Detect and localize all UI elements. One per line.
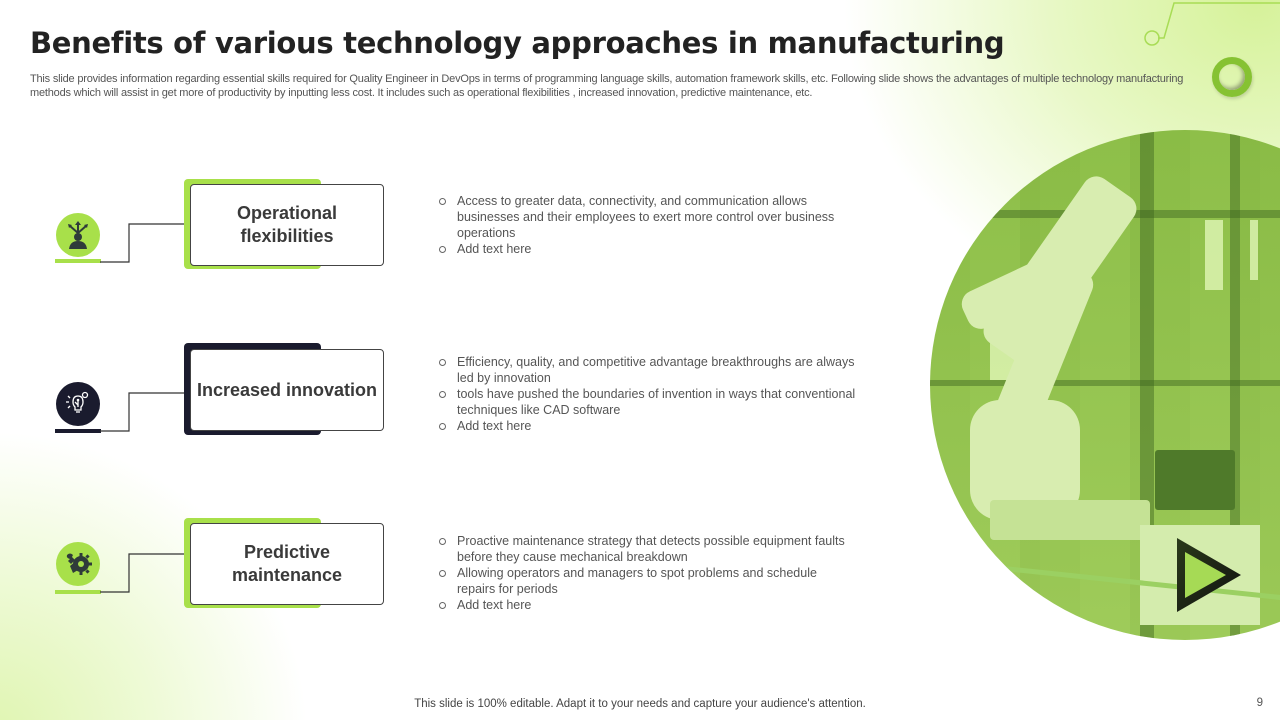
benefit-title-box: Predictive maintenance xyxy=(190,523,384,605)
decorative-ring-icon xyxy=(1212,57,1252,97)
benefit-row-maintenance: Predictive maintenance Proactive mainten… xyxy=(0,0,900,612)
benefit-bullets: Efficiency, quality, and competitive adv… xyxy=(438,354,858,434)
icon-underline xyxy=(55,590,101,594)
benefit-title-box: Increased innovation xyxy=(190,349,384,431)
slide-subtitle: This slide provides information regardin… xyxy=(30,73,1184,99)
benefit-bullets: Proactive maintenance strategy that dete… xyxy=(438,533,858,613)
play-triangle-icon xyxy=(1177,538,1241,612)
slide-title: Benefits of various technology approache… xyxy=(30,26,1005,60)
bullet-item: Add text here xyxy=(438,241,858,257)
bullet-item: Access to greater data, connectivity, an… xyxy=(438,193,858,241)
icon-underline xyxy=(55,429,101,433)
icon-underline xyxy=(55,259,101,263)
person-arrows-icon xyxy=(56,213,100,257)
benefit-bullets: Access to greater data, connectivity, an… xyxy=(438,193,858,257)
lightbulb-gear-icon xyxy=(56,382,100,426)
benefit-title-box: Operational flexibilities xyxy=(190,184,384,266)
connector-line xyxy=(100,392,190,432)
connector-line xyxy=(100,223,190,263)
bullet-item: Add text here xyxy=(438,418,858,434)
wrench-gear-hand-icon xyxy=(56,542,100,586)
bullet-item: Add text here xyxy=(438,597,858,613)
decorative-circuit-line xyxy=(1144,2,1280,46)
benefit-title: Predictive maintenance xyxy=(231,542,343,585)
page-number: 9 xyxy=(1256,697,1263,709)
bullet-item: Efficiency, quality, and competitive adv… xyxy=(438,354,858,386)
benefit-title: Increased innovation xyxy=(196,379,378,400)
benefit-title: Operational flexibilities xyxy=(236,203,338,246)
slide-footer: This slide is 100% editable. Adapt it to… xyxy=(414,698,866,710)
benefit-row-operational: Operational flexibilities Access to grea… xyxy=(0,0,900,269)
bullet-item: Proactive maintenance strategy that dete… xyxy=(438,533,858,565)
bullet-item: Allowing operators and managers to spot … xyxy=(438,565,858,597)
benefit-row-innovation: Increased innovation Efficiency, quality… xyxy=(0,0,900,435)
bullet-item: tools have pushed the boundaries of inve… xyxy=(438,386,858,418)
connector-line xyxy=(100,553,190,593)
